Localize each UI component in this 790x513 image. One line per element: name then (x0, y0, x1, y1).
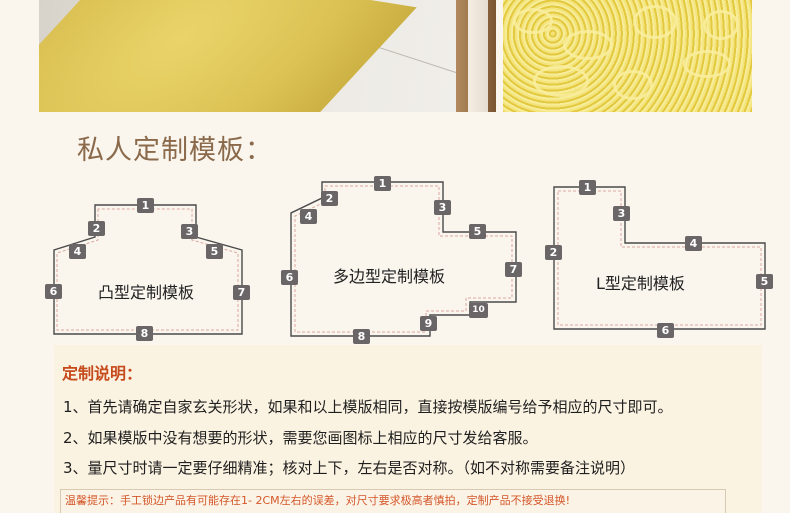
instructions-panel (54, 345, 762, 513)
l-badge-3: 3 (613, 206, 630, 221)
warning-box (60, 489, 726, 513)
convex-template-label: 凸型定制模板 (98, 283, 195, 302)
convex-badge-4: 4 (69, 244, 86, 259)
polygon-badge-8: 8 (353, 329, 370, 344)
convex-badge-6: 6 (45, 284, 62, 299)
polygon-badge-10: 10 (469, 303, 488, 318)
l-template-outline (553, 186, 766, 330)
product-photo-texture-closeup (503, 0, 752, 112)
l-template-label: L型定制模板 (596, 274, 685, 293)
l-badge-6: 6 (657, 323, 674, 338)
convex-badge-5: 5 (206, 244, 223, 259)
section-title: 私人定制模板： (77, 135, 273, 166)
convex-badge-2: 2 (88, 221, 105, 236)
product-photo-mat-on-floor (39, 0, 496, 112)
polygon-badge-4: 4 (300, 209, 317, 224)
instruction-item-2: 2、如果模版中没有想要的形状，需要您画图标上相应的尺寸发给客服。 (63, 429, 538, 447)
polygon-badge-9: 9 (420, 316, 437, 331)
polygon-badge-1: 1 (374, 176, 391, 191)
l-badge-1: 1 (579, 180, 596, 195)
warning-text: 温馨提示：手工锁边产品有可能存在1- 2CM左右的误差，对尺寸要求极高者慎拍，定… (65, 494, 571, 507)
l-badge-5: 5 (756, 274, 773, 289)
instruction-item-1: 1、首先请确定自家玄关形状，如果和以上模版相同，直接按模版编号给予相应的尺寸即可… (63, 398, 673, 416)
l-badge-2: 2 (545, 245, 562, 260)
instructions-title: 定制说明： (62, 364, 143, 383)
convex-badge-3: 3 (181, 224, 198, 239)
polygon-badge-3: 3 (434, 200, 451, 215)
instruction-item-3: 3、量尺寸时请一定要仔细精准；核对上下，左右是否对称。（如不对称需要备注说明） (63, 459, 636, 477)
convex-badge-7: 7 (233, 285, 250, 300)
convex-badge-1: 1 (137, 198, 154, 213)
polygon-badge-5: 5 (469, 224, 486, 239)
convex-badge-8: 8 (136, 326, 153, 341)
polygon-badge-7: 7 (505, 262, 522, 277)
convex-template-outline (53, 204, 243, 335)
polygon-template-label: 多边型定制模板 (333, 267, 446, 286)
polygon-badge-6: 6 (281, 270, 298, 285)
polygon-badge-2: 2 (321, 191, 338, 206)
l-badge-4: 4 (685, 236, 702, 251)
